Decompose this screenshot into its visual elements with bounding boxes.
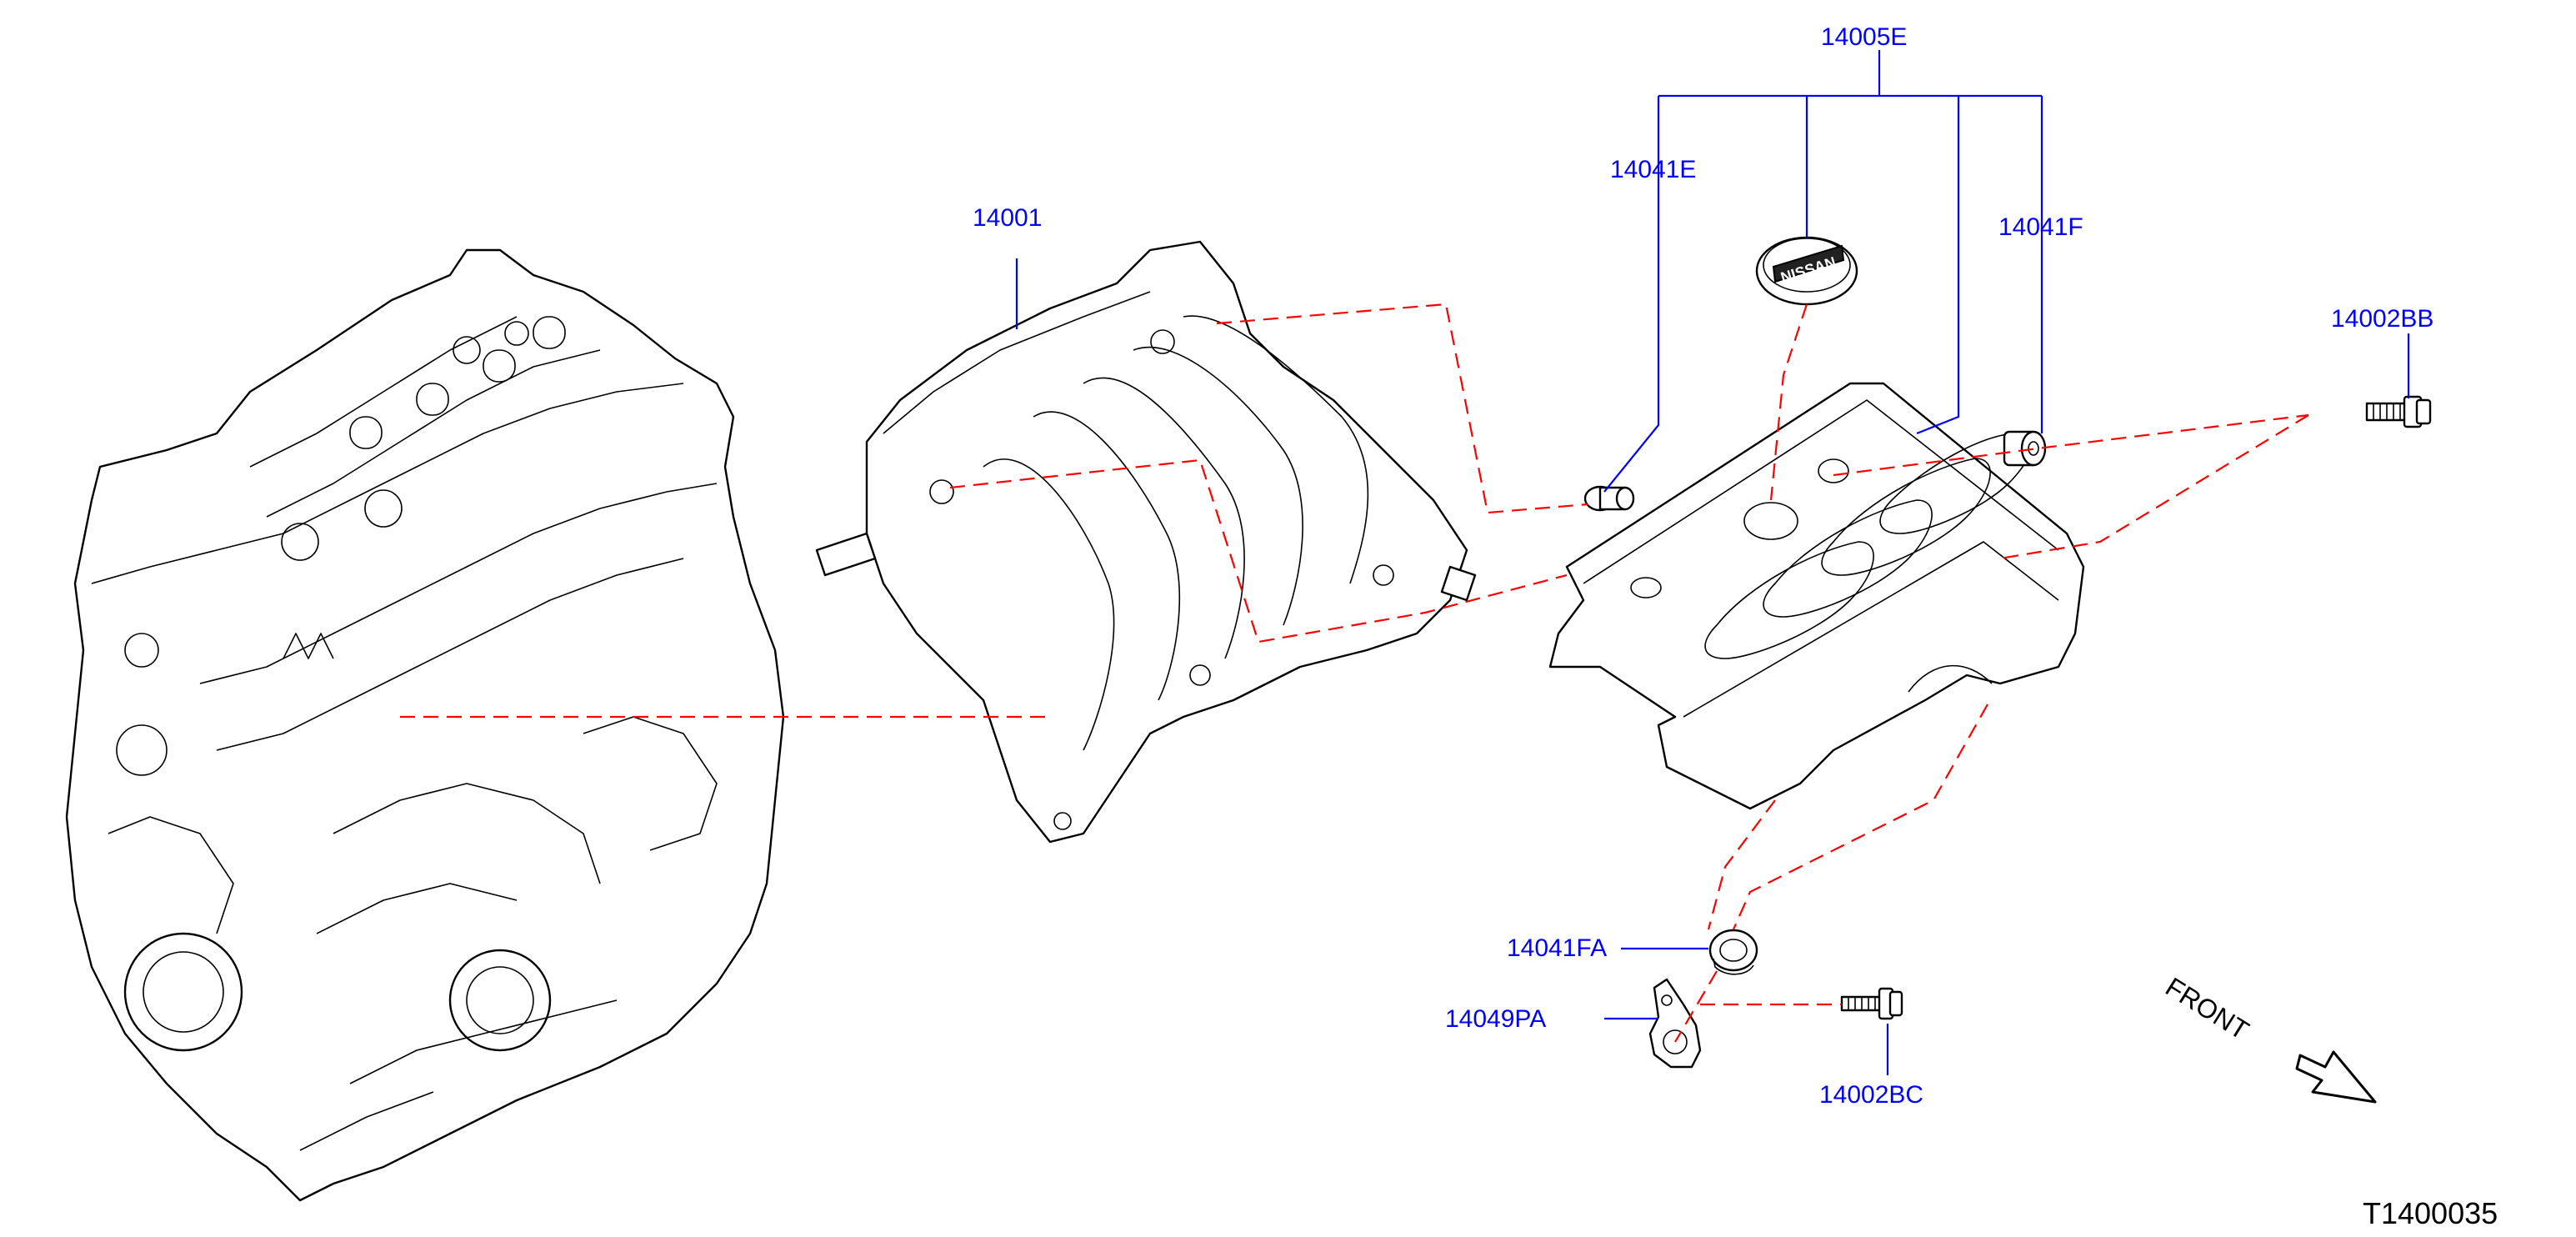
oil-filler-cap: NISSAN [1755,236,1858,306]
grommet-14041E [1583,485,1635,512]
label-14049PA: 14049PA [1445,1005,1546,1033]
figure-code: T1400035 [2363,1196,2498,1230]
assembly-lines [400,303,2309,1043]
label-14041FA: 14041FA [1507,934,1607,962]
leader-lines [1015,50,2410,1075]
label-14041E: 14041E [1610,156,1696,183]
engine-assembly [65,248,785,1202]
front-label: FRONT [2160,971,2254,1045]
grommet-14041FA [1708,929,1758,975]
front-indicator: FRONT [2160,971,2377,1104]
label-14005E: 14005E [1821,23,1907,51]
bushing-14041F [2003,430,2047,467]
bolt-14002BC [1840,987,1903,1020]
label-14002BC: 14002BC [1819,1081,1923,1109]
label-14041F: 14041F [1998,213,2083,241]
label-14002BB: 14002BB [2331,305,2433,333]
front-arrow-icon [2295,1050,2377,1104]
intake-manifold-14001 [815,240,1477,844]
part-labels: 14005E 14041E 14001 14041F 14002BB 14041… [973,23,2433,1109]
engine-cover [1548,382,2085,810]
bracket-14049PA [1648,978,1702,1069]
bolt-14002BB [2365,395,2432,428]
label-14001: 14001 [973,204,1042,232]
